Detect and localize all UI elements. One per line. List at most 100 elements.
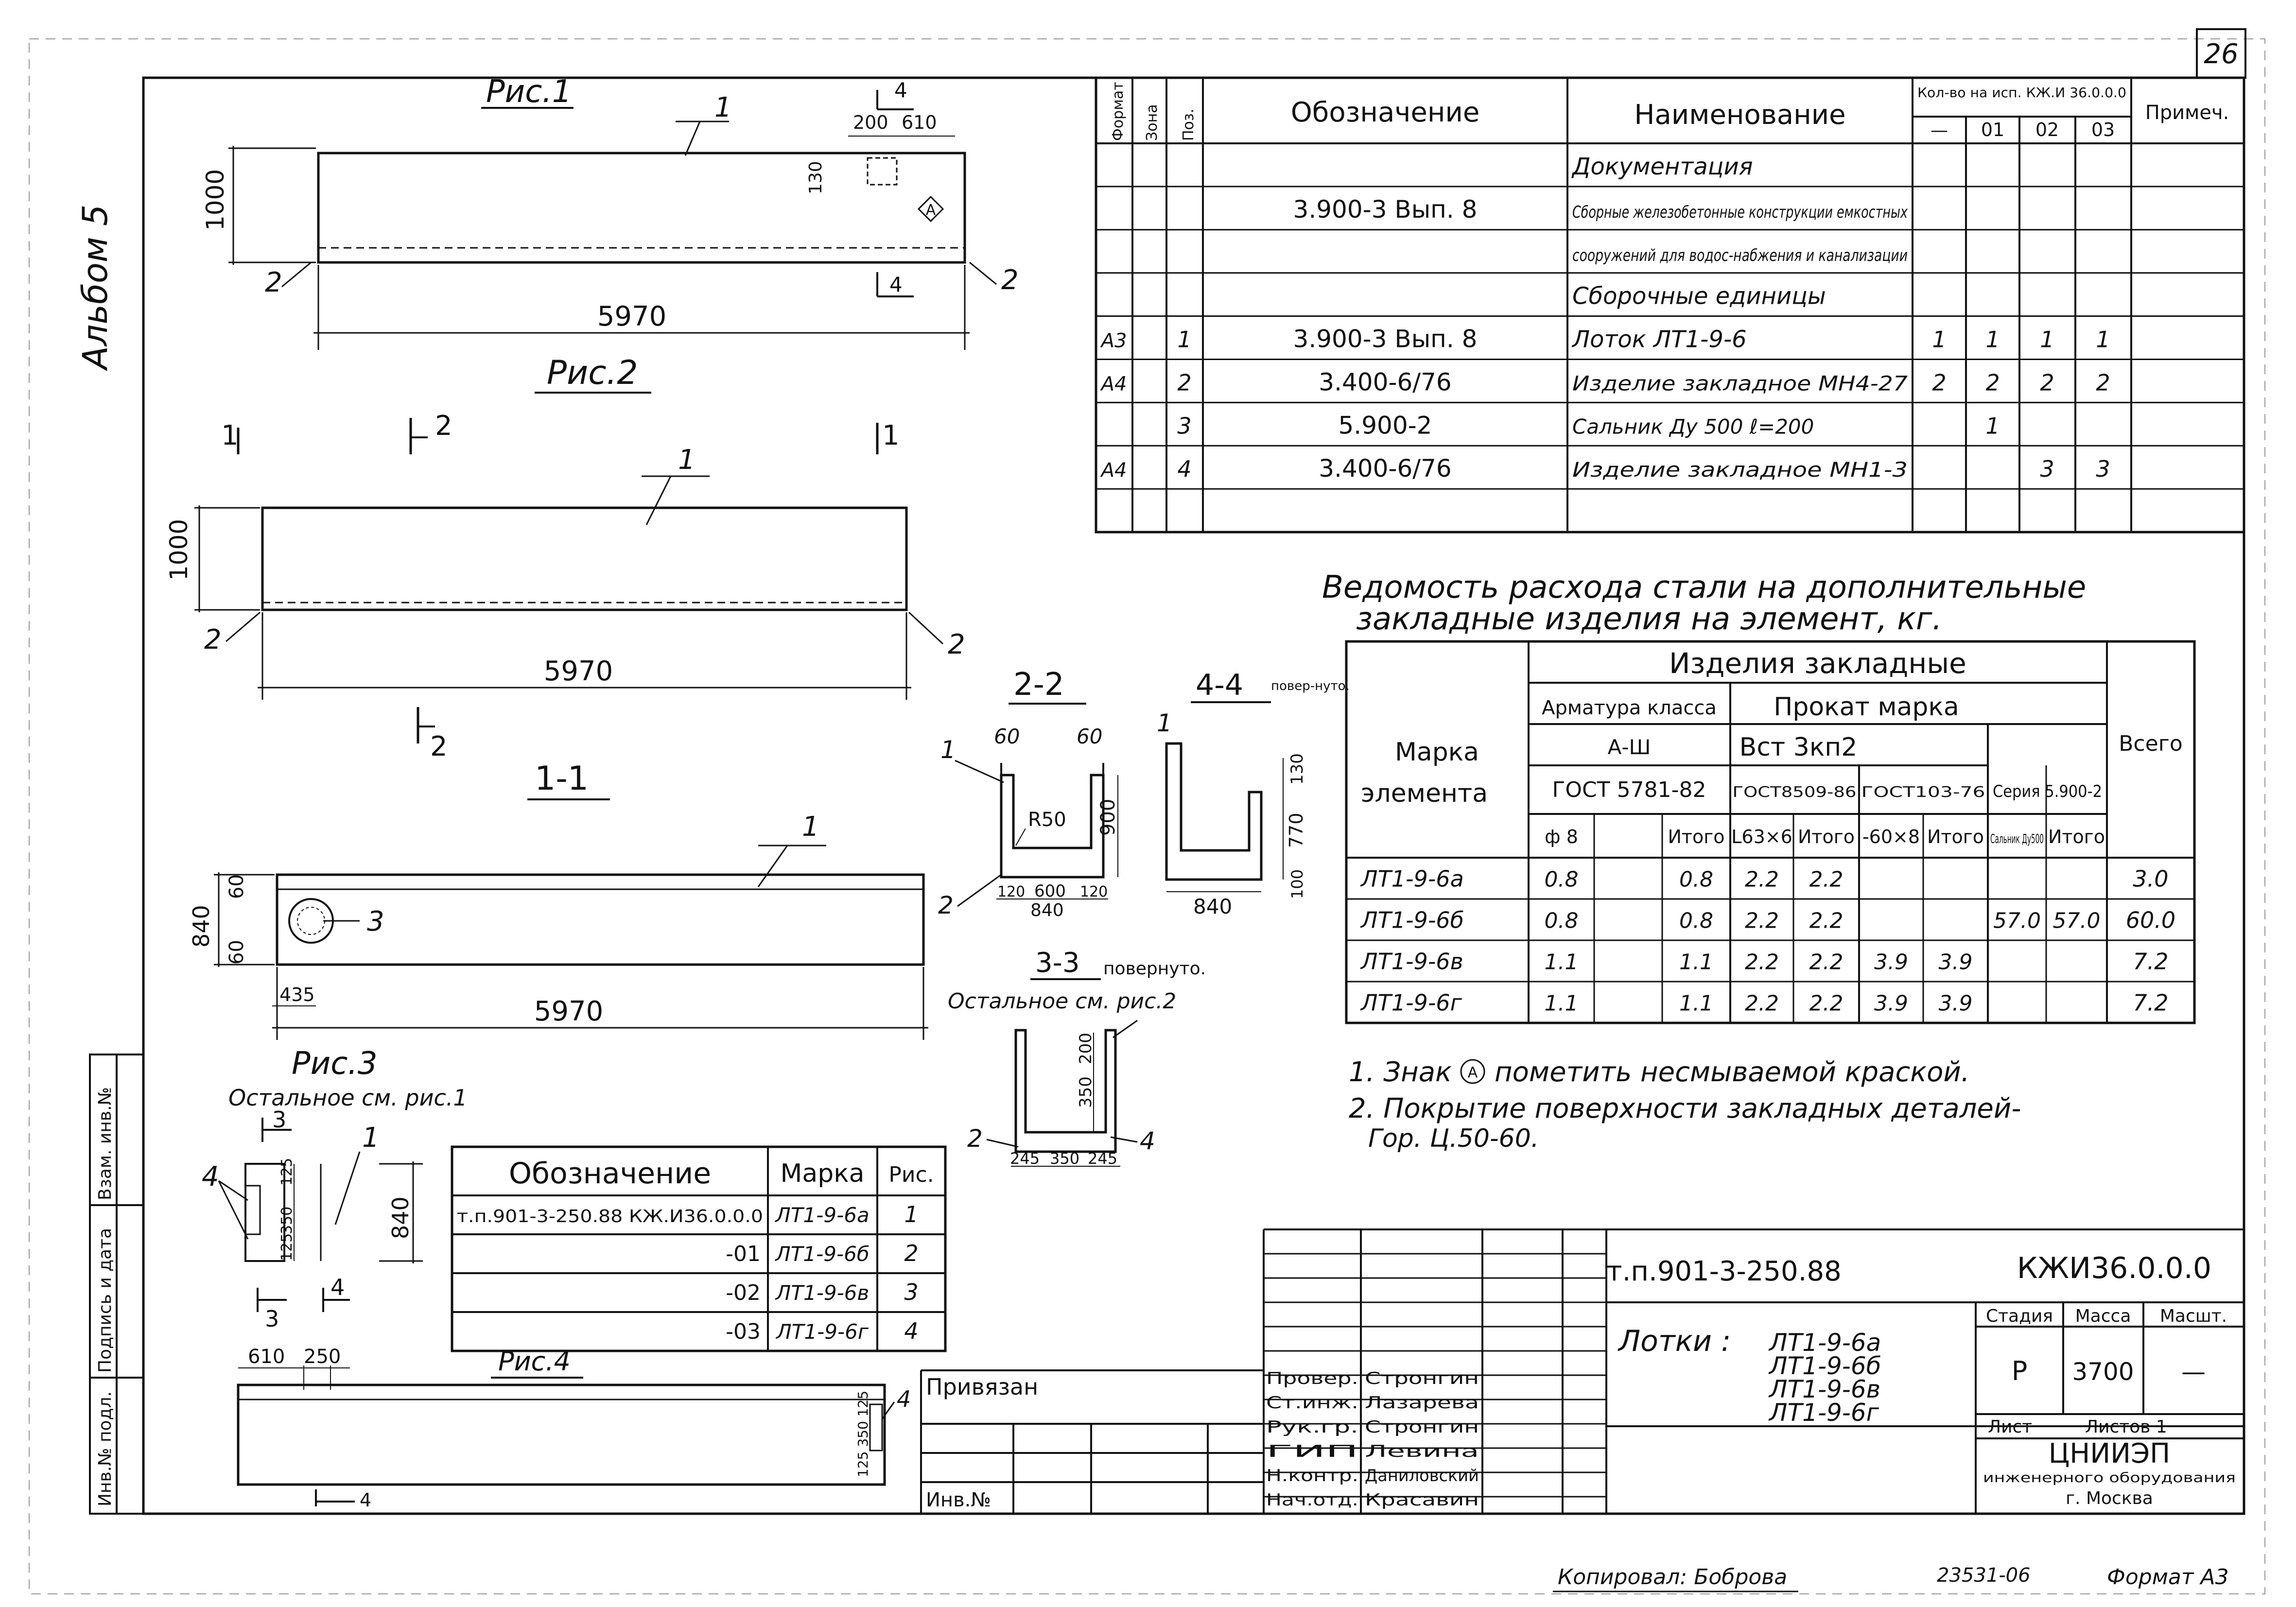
fig2-cut2-bottom: 2 (430, 731, 448, 762)
binding-inv-no: Инв.№ (926, 1489, 991, 1511)
spec-row-qty: 1 (1932, 327, 1946, 353)
sec22-dim-60-right: 60 (1077, 725, 1102, 748)
binding-block: Привязан Инв.№ (920, 1369, 1264, 1514)
steel-subheader: Итого (1927, 826, 1984, 847)
fig1-dim-610: 610 (902, 112, 937, 133)
marking-row-mark: ЛТ1-9-6а (774, 1203, 869, 1227)
sec22-pos2: 2 (938, 891, 954, 919)
fig3-dim-350: 350 (278, 1207, 296, 1234)
steel-row-mark: ЛТ1-9-6г (1360, 990, 1462, 1016)
note-1-symbol: А (1468, 1064, 1478, 1081)
fig3-note: Остальное см. рис.1 (228, 1085, 468, 1111)
sec44-dim-770: 770 (1286, 812, 1307, 848)
note-1-a: 1. Знак (1349, 1056, 1452, 1088)
steel-row-total: 7.2 (2133, 949, 2168, 975)
sec11-dim-60-top: 60 (226, 874, 248, 899)
sec33-dim-245-left: 245 (1010, 1149, 1040, 1168)
note-2-a: 2. Покрытие поверхности закладных детале… (1349, 1093, 2021, 1124)
sec33-dim-350v: 350 (1076, 1076, 1096, 1108)
tb-mass-header: Масса (2075, 1306, 2131, 1326)
tb-product-name: ЛТ1-9-6а (1768, 1329, 1881, 1357)
fig4-pos4: 4 (897, 1386, 911, 1412)
tb-sheets-header: Листов 1 (2085, 1417, 2167, 1437)
tb-product-name: ЛТ1-9-6в (1768, 1375, 1880, 1403)
sec33-title: 3-3 (1035, 947, 1079, 979)
steel-h-series: Серия 5.900-2 (1993, 782, 2102, 801)
steel-row-mark: ЛТ1-9-6б (1360, 907, 1464, 933)
notes: 1. Знак А пометить несмываемой краской. … (1349, 1056, 2021, 1153)
sec44-dim-840: 840 (1193, 895, 1232, 918)
steel-row-value: 1.1 (1679, 950, 1713, 975)
steel-row-value: 2.2 (1745, 867, 1779, 892)
steel-title-line2: закладные изделия на элемент, кг. (1356, 601, 1942, 637)
steel-h-rolled: Прокат марка (1774, 692, 1959, 722)
sec33-dim-200: 200 (1076, 1033, 1096, 1064)
spec-h-format: Формат (1110, 82, 1127, 141)
marking-row-fig: 4 (904, 1318, 918, 1344)
fig2-cut1-left: 1 (221, 420, 239, 451)
marking-row-mark: ЛТ1-9-6в (775, 1281, 869, 1305)
steel-section: Ведомость расхода стали на дополнительны… (1322, 570, 2196, 1024)
tb-project: т.п.901-3-250.88 (1606, 1256, 1842, 1287)
spec-table: Формат Зона Поз. Обозначение Наименовани… (1095, 76, 2245, 534)
steel-row-value: 2.2 (1809, 867, 1844, 892)
binding-privyazan: Привязан (926, 1374, 1038, 1400)
sheet-number: 26 (2204, 38, 2238, 70)
steel-row-value: 3.9 (1939, 991, 1973, 1016)
tb-scale-header: Масшт. (2160, 1306, 2227, 1326)
fig1-pos2-left: 2 (265, 267, 282, 298)
sec33-note2: Остальное см. рис.2 (948, 989, 1176, 1014)
steel-subheader: ф 8 (1545, 826, 1578, 847)
fig1-pos2-right: 2 (1001, 264, 1019, 296)
fig3-dim-125-bottom: 125 (278, 1233, 296, 1261)
steel-row-value: 3.9 (1874, 950, 1908, 975)
spec-row-pos: 3 (1177, 413, 1191, 439)
spec-row-designation: 3.900-3 Вып. 8 (1293, 195, 1478, 224)
marking-row-mark: ЛТ1-9-6б (774, 1242, 870, 1266)
spec-row-pos: 4 (1177, 456, 1191, 482)
marking-row-mark: ЛТ1-9-6г (775, 1320, 869, 1344)
spec-h-v2: 02 (2035, 119, 2059, 140)
marking-row-designation: -02 (726, 1280, 761, 1305)
sec44-pos1: 1 (1157, 709, 1172, 737)
marking-row-fig: 2 (904, 1240, 918, 1266)
fig1-sec4-top: 4 (894, 78, 907, 102)
steel-h-gost103: ГОСТ103-76 (1861, 784, 1985, 801)
steel-row-value: 2.2 (1809, 909, 1844, 933)
steel-row-mark: ЛТ1-9-6в (1360, 949, 1463, 975)
steel-h-a3: А-Ш (1608, 735, 1651, 759)
steel-row-total: 60.0 (2126, 907, 2175, 933)
tb-scale: — (2181, 1358, 2206, 1386)
tb-mass: 3700 (2072, 1358, 2134, 1386)
steel-subheader: Сальник Ду500 (1990, 832, 2044, 847)
figure-3: Рис.3 Остальное см. рис.1 3 125 350 125 … (202, 1046, 468, 1332)
tb-person-name: Левина (1365, 1442, 1479, 1461)
sec11-dim-length: 5970 (534, 996, 604, 1027)
tb-product-name: ЛТ1-9-6г (1768, 1399, 1879, 1427)
tb-person-role: Ст.инж. (1266, 1393, 1358, 1413)
marking-h-mark: Марка (780, 1159, 864, 1188)
sign-date-label: Подпись и дата (95, 1228, 115, 1373)
steel-row-value: 2.2 (1745, 950, 1779, 975)
fig1-dim-130: 130 (806, 161, 826, 194)
tb-person-name: Лазарева (1365, 1393, 1479, 1413)
fig1-dim-200: 200 (853, 112, 888, 133)
steel-row-value: 2.2 (1809, 950, 1844, 975)
tb-name-label: Лотки : (1618, 1324, 1731, 1358)
tb-stage-header: Стадия (1986, 1306, 2053, 1326)
footer-copied: Копировал: Боброва (1558, 1565, 1787, 1590)
spec-h-name: Наименование (1634, 99, 1845, 131)
spec-row-designation: 3.400-6/76 (1319, 454, 1451, 483)
fig4-sec4: 4 (360, 1489, 371, 1511)
footer-format: Формат А3 (2107, 1565, 2229, 1590)
sheet-frame (29, 28, 2265, 1594)
steel-row-value: 1.1 (1545, 950, 1579, 975)
tb-stage: Р (2012, 1356, 2028, 1386)
steel-h-mark-1: Марка (1395, 738, 1479, 767)
fig2-cut1-right: 1 (882, 420, 900, 451)
footer-number: 23531-06 (1937, 1564, 2031, 1587)
marking-h-fig: Рис. (888, 1162, 934, 1187)
sec11-dim-840: 840 (188, 905, 214, 948)
